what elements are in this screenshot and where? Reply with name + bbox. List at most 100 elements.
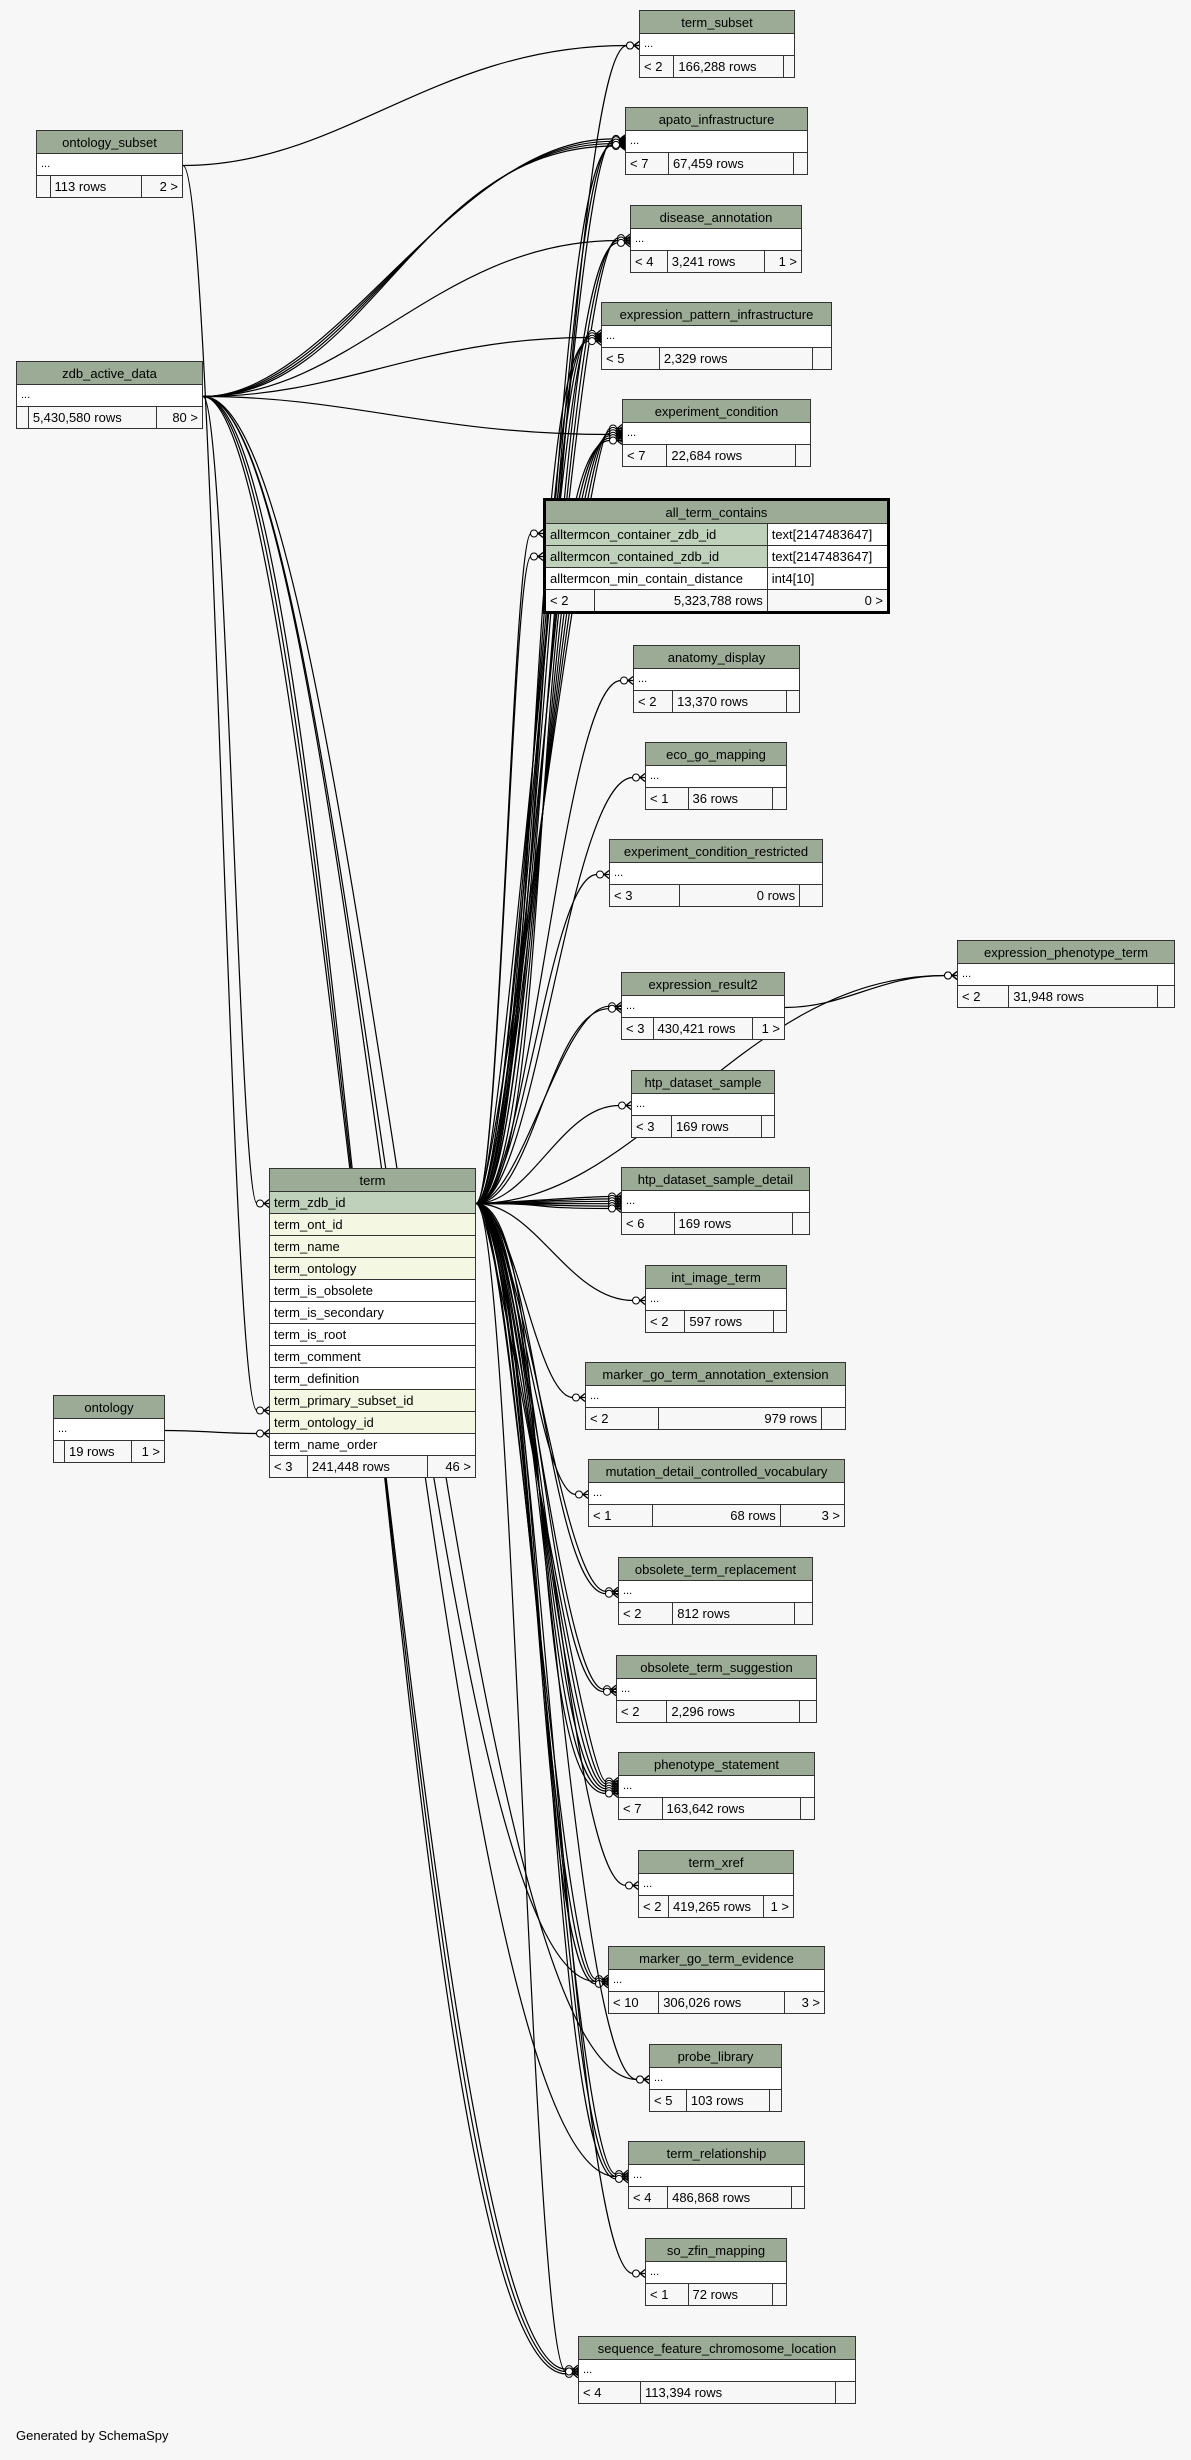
columns-ellipsis[interactable]: ...	[601, 325, 832, 348]
column-name[interactable]: alltermcon_min_contain_distance	[544, 567, 768, 590]
parent-count[interactable]	[16, 406, 29, 429]
columns-ellipsis[interactable]: ...	[645, 1288, 787, 1311]
parent-count[interactable]: < 2	[585, 1407, 659, 1430]
child-count[interactable]	[795, 444, 811, 467]
table-title[interactable]: apato_infrastructure	[625, 107, 808, 131]
columns-ellipsis[interactable]: ...	[628, 2164, 805, 2187]
columns-ellipsis[interactable]: ...	[588, 1482, 845, 1505]
parent-count[interactable]: < 4	[578, 2381, 641, 2404]
table-title[interactable]: term_subset	[639, 10, 795, 34]
columns-ellipsis[interactable]: ...	[639, 33, 795, 56]
table-title[interactable]: mutation_detail_controlled_vocabulary	[588, 1459, 845, 1483]
child-count[interactable]: 3 >	[779, 1504, 846, 1527]
table-title[interactable]: ontology_subset	[36, 130, 183, 154]
columns-ellipsis[interactable]: ...	[625, 130, 808, 153]
parent-count[interactable]	[36, 175, 51, 198]
table-title[interactable]: term_xref	[638, 1850, 794, 1874]
child-count[interactable]	[773, 1310, 787, 1333]
columns-ellipsis[interactable]: ...	[609, 862, 823, 885]
column-name[interactable]: term_is_secondary	[269, 1301, 476, 1324]
parent-count[interactable]: < 1	[587, 1504, 654, 1527]
child-count[interactable]	[834, 2381, 857, 2404]
parent-count[interactable]: < 3	[631, 1115, 672, 1138]
columns-ellipsis[interactable]: ...	[630, 228, 802, 251]
child-count[interactable]	[794, 1602, 813, 1625]
columns-ellipsis[interactable]: ...	[631, 1093, 775, 1116]
child-count[interactable]	[791, 2186, 805, 2209]
child-count[interactable]: 3 >	[784, 1991, 825, 2014]
parent-count[interactable]: < 4	[630, 250, 668, 273]
column-name[interactable]: term_is_obsolete	[269, 1279, 476, 1302]
table-title[interactable]: eco_go_mapping	[645, 742, 787, 766]
column-name[interactable]: alltermcon_container_zdb_id	[544, 523, 768, 546]
parent-count[interactable]: < 3	[621, 1017, 654, 1040]
table-title[interactable]: expression_pattern_infrastructure	[601, 302, 832, 326]
parent-count[interactable]: < 2	[632, 690, 674, 713]
table-title[interactable]: expression_result2	[621, 972, 785, 996]
table-title[interactable]: all_term_contains	[544, 499, 889, 524]
parent-count[interactable]: < 7	[621, 444, 668, 467]
columns-ellipsis[interactable]: ...	[633, 668, 800, 691]
child-count[interactable]	[760, 1115, 776, 1138]
table-sequence-feature-chromosome-location[interactable]: sequence_feature_chromosome_location...<…	[578, 2336, 857, 2404]
parent-count[interactable]: < 7	[625, 152, 669, 175]
parent-count[interactable]: < 5	[601, 347, 660, 370]
table-title[interactable]: marker_go_term_evidence	[608, 1946, 825, 1970]
column-name[interactable]: term_primary_subset_id	[269, 1389, 476, 1412]
child-count[interactable]	[772, 787, 787, 810]
child-count[interactable]: 1 >	[130, 1440, 165, 1463]
column-name[interactable]: term_ont_id	[269, 1213, 476, 1236]
columns-ellipsis[interactable]: ...	[621, 1190, 810, 1213]
table-title[interactable]: experiment_condition	[622, 399, 811, 423]
column-name[interactable]: term_name_order	[269, 1433, 476, 1456]
child-count[interactable]	[1157, 985, 1175, 1008]
columns-ellipsis[interactable]: ...	[608, 1969, 825, 1992]
columns-ellipsis[interactable]: ...	[16, 384, 203, 407]
child-count[interactable]	[782, 55, 796, 78]
child-count[interactable]	[821, 1407, 846, 1430]
child-count[interactable]: 1 >	[763, 1895, 794, 1918]
parent-count[interactable]: < 2	[638, 55, 675, 78]
columns-ellipsis[interactable]: ...	[622, 422, 811, 445]
parent-count[interactable]: < 1	[645, 787, 689, 810]
child-count[interactable]	[799, 884, 823, 907]
column-name[interactable]: term_ontology_id	[269, 1411, 476, 1434]
child-count[interactable]	[772, 2283, 787, 2306]
child-count[interactable]: 80 >	[156, 406, 203, 429]
parent-count[interactable]: < 10	[607, 1991, 660, 2014]
child-count[interactable]: 2 >	[140, 175, 184, 198]
table-title[interactable]: experiment_condition_restricted	[609, 839, 823, 863]
column-name[interactable]: term_ontology	[269, 1257, 476, 1280]
table-mutation-detail-controlled-vocabulary[interactable]: mutation_detail_controlled_vocabulary...…	[587, 1459, 846, 1527]
column-name[interactable]: term_comment	[269, 1345, 476, 1368]
parent-count[interactable]: < 4	[627, 2186, 669, 2209]
parent-count[interactable]: < 5	[649, 2089, 687, 2112]
child-count[interactable]	[786, 690, 800, 713]
table-title[interactable]: int_image_term	[645, 1265, 787, 1289]
table-title[interactable]: ontology	[53, 1395, 165, 1419]
parent-count[interactable]: < 2	[644, 1310, 686, 1333]
columns-ellipsis[interactable]: ...	[53, 1418, 165, 1441]
column-name[interactable]: term_definition	[269, 1367, 476, 1390]
table-title[interactable]: anatomy_display	[633, 645, 800, 669]
table-title[interactable]: phenotype_statement	[618, 1752, 815, 1776]
parent-count[interactable]: < 2	[617, 1602, 674, 1625]
child-count[interactable]: 1 >	[752, 1017, 785, 1040]
child-count[interactable]	[799, 1797, 816, 1820]
parent-count[interactable]: < 1	[645, 2283, 689, 2306]
